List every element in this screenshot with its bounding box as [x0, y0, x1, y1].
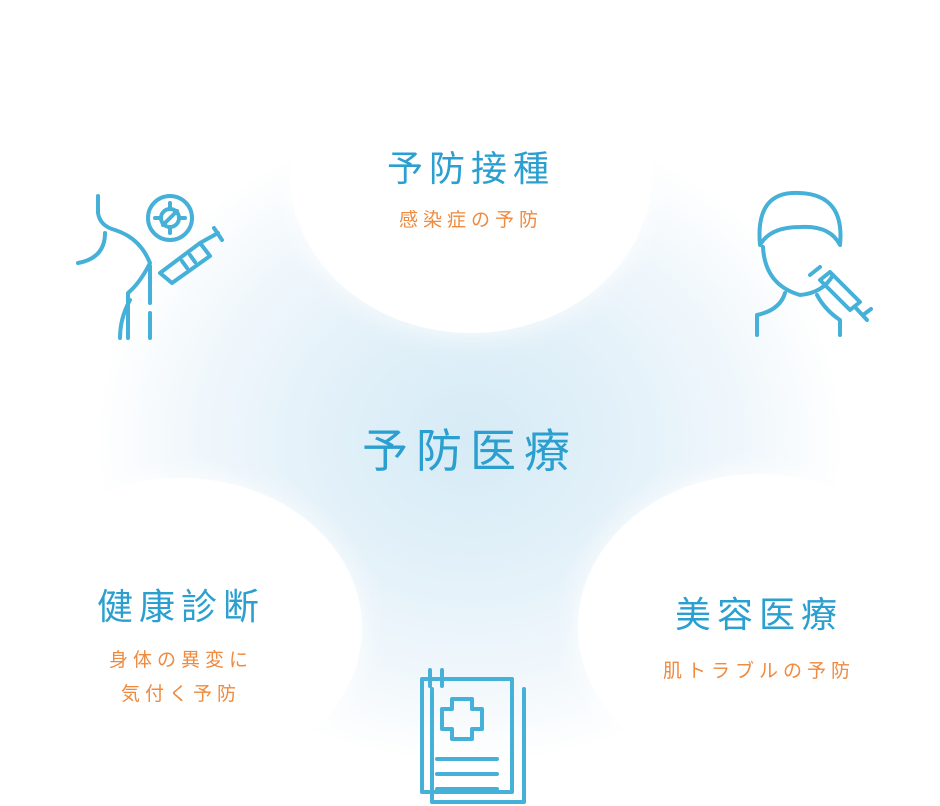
health-checkup-subtitle-1: 身体の異変に	[108, 649, 253, 671]
health-checkup-title: 健康診断	[96, 587, 265, 628]
bubble-health-checkup: 健康診断 身体の異変に 気付く予防	[0, 478, 362, 778]
cosmetic-subtitle: 肌トラブルの予防	[662, 660, 855, 682]
medical-record-icon	[420, 668, 526, 804]
bubble-cosmetic-medicine: 美容医療 肌トラブルの予防	[578, 474, 940, 780]
vaccine-arm-icon	[76, 194, 224, 340]
cosmetic-title: 美容医療	[674, 595, 843, 636]
cosmetic-injection-icon	[755, 190, 873, 337]
center-title: 予防医療	[362, 424, 578, 478]
health-checkup-subtitle-2: 気付く予防	[120, 683, 241, 705]
vaccination-title: 予防接種	[386, 149, 555, 190]
bubble-vaccination: 予防接種 感染症の予防	[290, 15, 652, 333]
vaccination-subtitle: 感染症の予防	[398, 209, 543, 231]
